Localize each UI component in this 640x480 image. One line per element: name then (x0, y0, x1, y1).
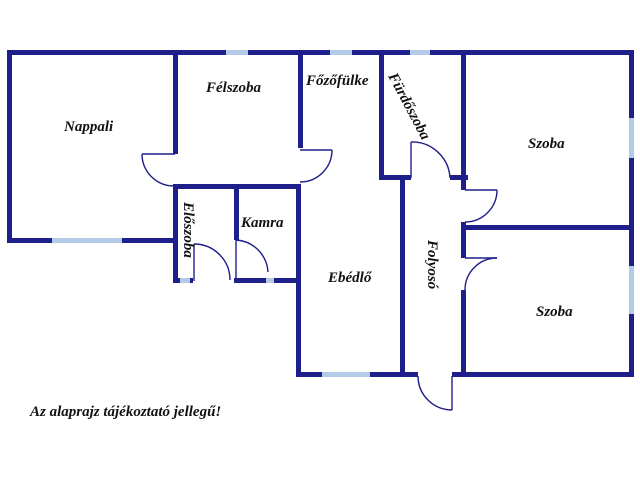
wall-nappali-felszoba (173, 50, 178, 154)
wall-right (629, 50, 634, 377)
wall-eloszoba-kamra (234, 184, 239, 240)
wall-folyoso-left (400, 178, 405, 377)
door-felszoba (299, 149, 333, 183)
room-label-szoba-bottom: Szoba (536, 304, 573, 320)
room-label-ebedlo: Ebédlő (327, 270, 373, 286)
wall-furdo-bottom (379, 175, 411, 180)
wall-szoba-divider (461, 225, 634, 230)
window-szoba-bottom (629, 266, 634, 314)
wall-szoba-left-lower (461, 222, 466, 258)
room-label-felszoba: Félszoba (205, 80, 262, 96)
room-label-szoba-top: Szoba (528, 136, 565, 152)
door-furdo (410, 141, 451, 179)
windows (52, 50, 634, 377)
room-label-furdoszoba: Fürdőszoba (384, 69, 433, 143)
room-label-kamra: Kamra (240, 215, 284, 231)
walls (7, 50, 634, 377)
wall-furdo-szoba (461, 50, 466, 190)
zenga-logo-icon (548, 449, 566, 468)
window-felszoba (226, 50, 248, 55)
door-entrance (417, 375, 453, 411)
window-furdo (410, 50, 430, 55)
window-szoba-top (629, 118, 634, 158)
wall-szoba-left-bottom (461, 290, 466, 377)
room-label-eloszoba: Előszoba (180, 201, 196, 258)
door-szoba-bottom (464, 257, 498, 291)
door-eloszoba (193, 243, 231, 281)
disclaimer-note: Az alaprajz tájékoztató jellegű! (30, 404, 222, 420)
wall-szoba-bottom (461, 372, 634, 377)
watermark: zenga (548, 448, 634, 470)
watermark-text: zenga (570, 448, 634, 470)
window-ebedlo (322, 372, 370, 377)
wall-felszoba-fozo (298, 50, 303, 148)
door-kamra (235, 239, 269, 273)
door-nappali (141, 153, 175, 187)
room-label-fozofulke: Főzőfülke (305, 73, 369, 89)
doors (141, 141, 498, 411)
window-kamra (266, 278, 274, 283)
wall-folyoso-bottom-left (400, 372, 418, 377)
room-label-nappali: Nappali (63, 119, 114, 135)
door-szoba-top (464, 189, 498, 223)
room-label-folyoso: Folyosó (424, 239, 440, 289)
window-fozofulke (330, 50, 352, 55)
window-eloszoba (180, 278, 190, 283)
wall-folyoso-bottom-right (452, 372, 466, 377)
wall-left (7, 50, 12, 243)
window-nappali (52, 238, 122, 243)
wall-top (7, 50, 634, 55)
wall-eloszoba-left (173, 184, 178, 283)
wall-furdo-bottom-right (450, 175, 468, 180)
wall-fozo-furdo (379, 50, 384, 178)
